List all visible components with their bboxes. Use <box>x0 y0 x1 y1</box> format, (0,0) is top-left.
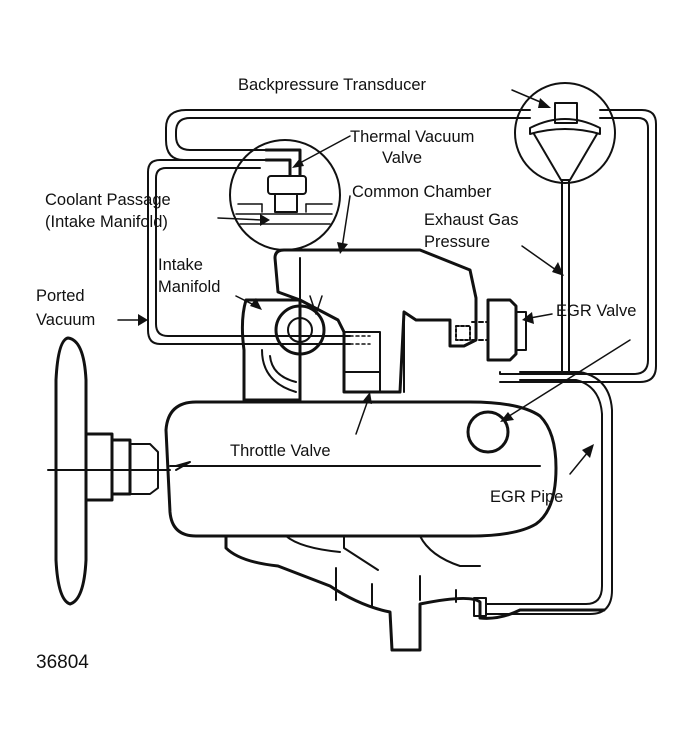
label-intake-manifold-line1: Intake <box>158 256 203 274</box>
label-exhaust-gas-pressure-line2: Pressure <box>424 233 490 251</box>
leader-lines <box>117 89 631 475</box>
vacuum-hose <box>147 109 657 383</box>
label-backpressure-transducer: Backpressure Transducer <box>238 76 427 94</box>
label-thermal-vacuum-valve-line1: Thermal Vacuum <box>350 128 474 146</box>
exhaust-manifold <box>224 534 606 652</box>
intake-manifold <box>240 248 478 402</box>
pulley <box>47 336 171 606</box>
label-coolant-passage-line1: Coolant Passage <box>45 191 171 209</box>
figure-number: 36804 <box>36 652 89 673</box>
label-common-chamber: Common Chamber <box>352 183 492 201</box>
label-throttle-valve: Throttle Valve <box>230 442 331 460</box>
egr-pipe <box>485 371 613 615</box>
label-ported-vacuum-line1: Ported <box>36 287 85 305</box>
thermal-vacuum-valve <box>229 139 341 251</box>
egr-valve <box>455 298 527 362</box>
label-egr-pipe: EGR Pipe <box>490 488 563 506</box>
label-exhaust-gas-pressure-line1: Exhaust Gas <box>424 211 518 229</box>
label-thermal-vacuum-valve-line2: Valve <box>382 149 422 167</box>
engine-block <box>164 400 558 538</box>
label-ported-vacuum-line2: Vacuum <box>36 311 95 329</box>
backpressure-transducer <box>514 82 616 373</box>
label-coolant-passage-line2: (Intake Manifold) <box>45 213 168 231</box>
label-intake-manifold-line2: Manifold <box>158 278 220 296</box>
label-egr-valve: EGR Valve <box>556 302 636 320</box>
